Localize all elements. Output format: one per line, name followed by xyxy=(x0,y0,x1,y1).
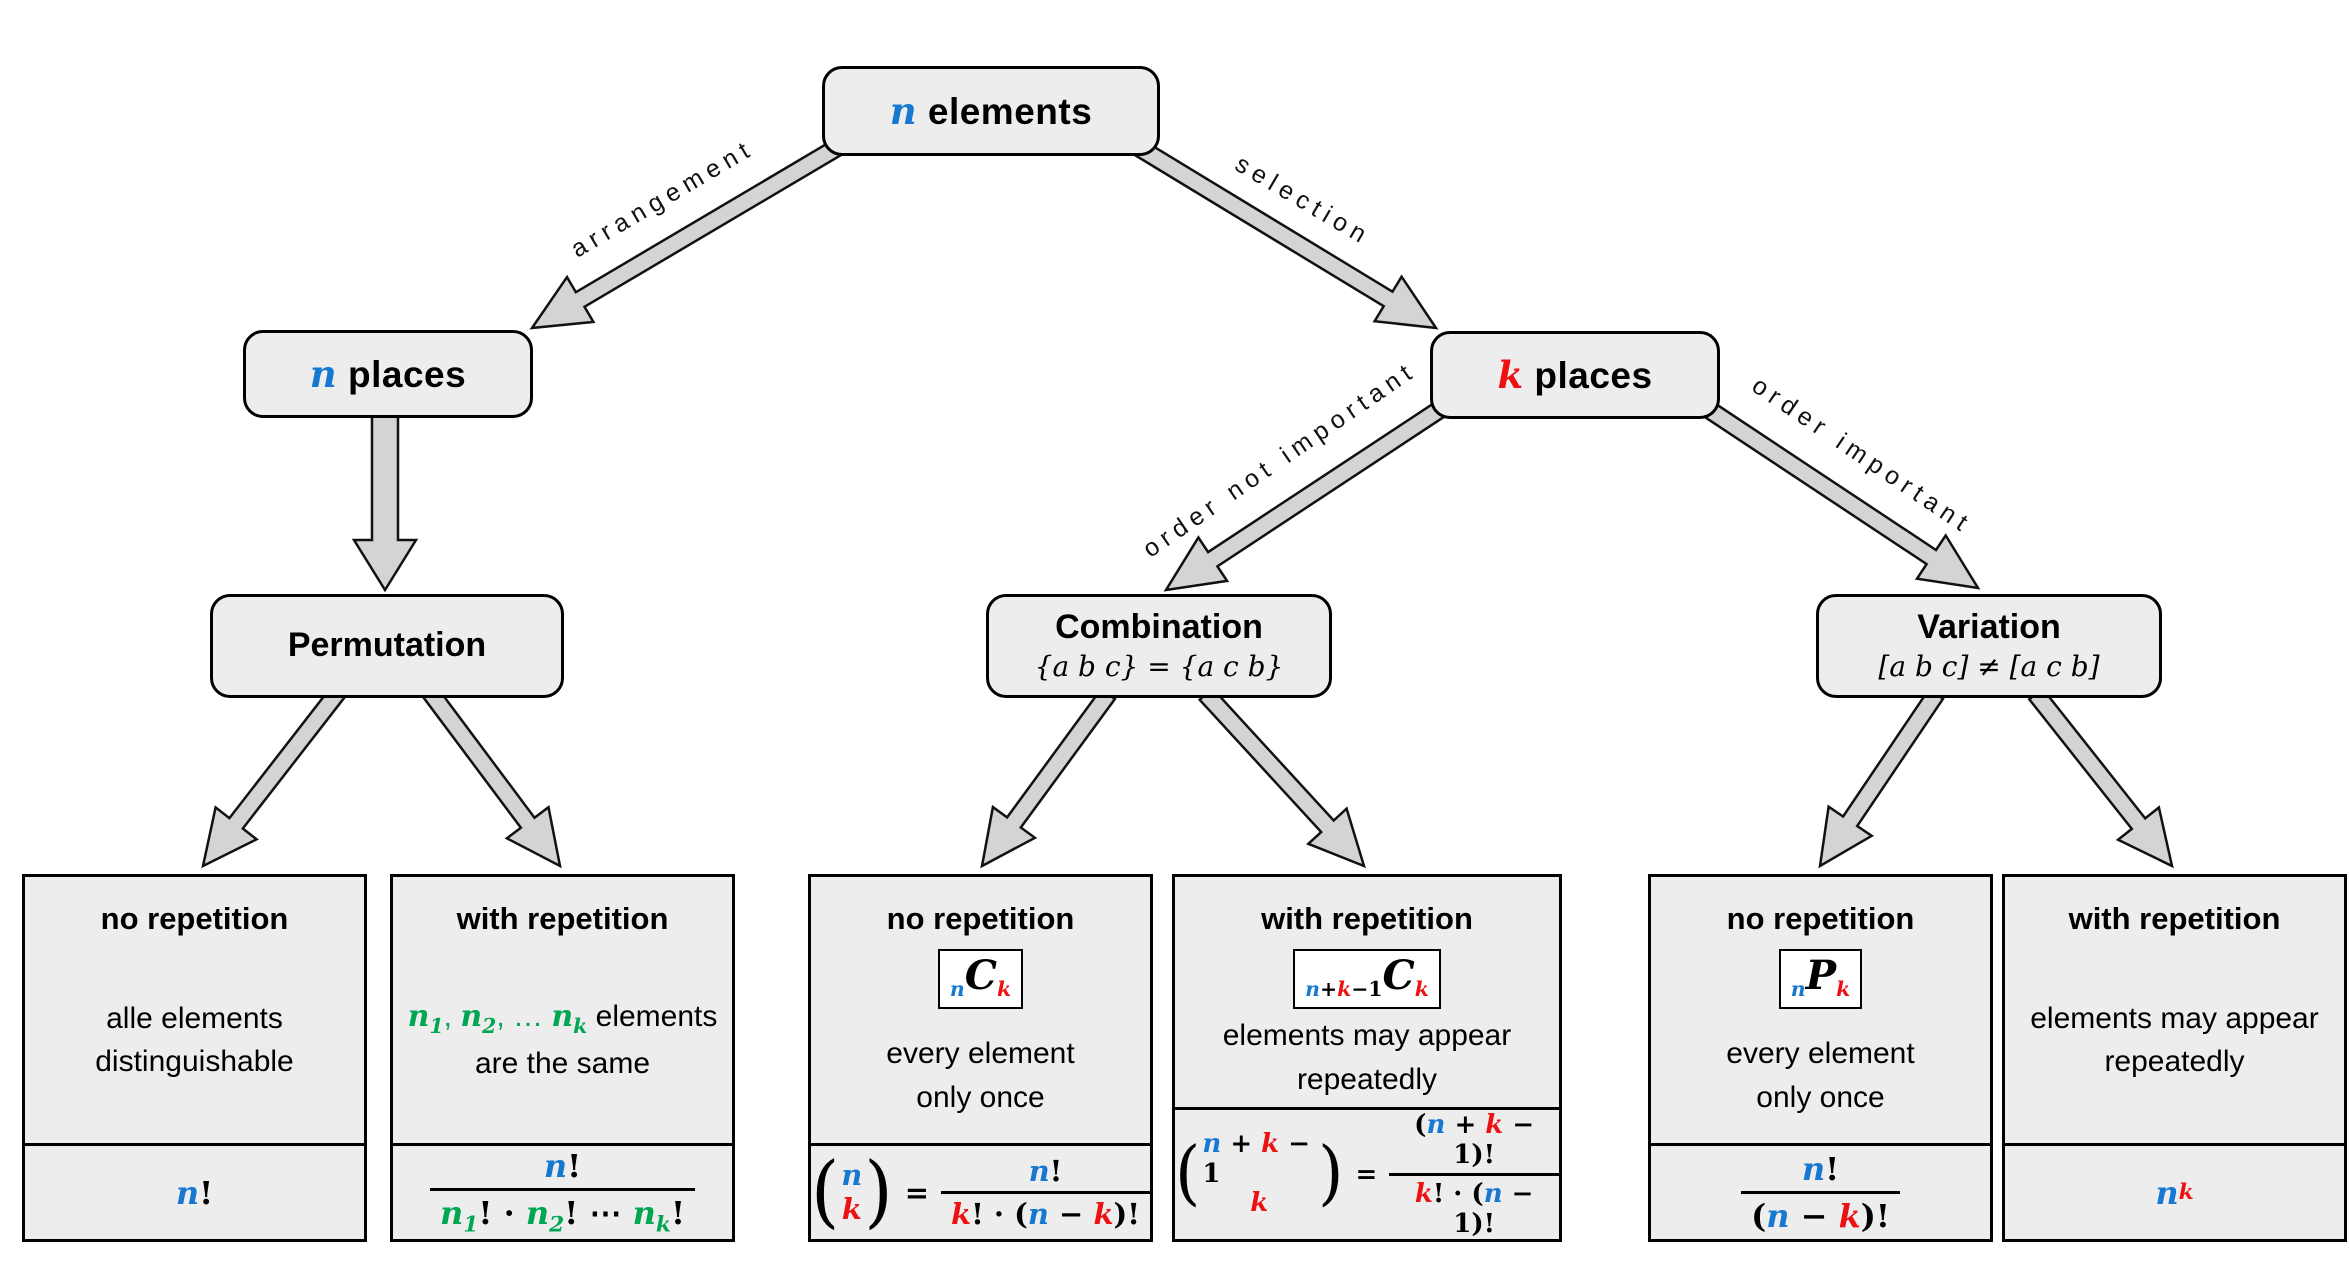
notation-badge: n+k−1Ck xyxy=(1293,949,1441,1009)
node-variation: Variation [a b c] ≠ [a c b] xyxy=(1816,594,2162,698)
node-permutation: Permutation xyxy=(210,594,564,698)
arrow-arrangement xyxy=(529,137,845,330)
leaf-title: with repetition xyxy=(2068,901,2281,936)
arrow-n-places-to-permutation xyxy=(351,410,419,593)
node-permutation-title: Permutation xyxy=(287,626,487,665)
arrow-order-important xyxy=(1695,396,1981,590)
arrow-order-not-important xyxy=(1163,399,1449,592)
arrow-combination-right xyxy=(1197,686,1366,869)
leaf-formula: n! xyxy=(25,1143,364,1239)
node-variation-title: Variation xyxy=(1917,607,2061,646)
node-n-places: n places xyxy=(243,330,533,418)
node-n-elements: n elements xyxy=(822,66,1160,156)
node-combination: Combination {a b c} = {a c b} xyxy=(986,594,1332,698)
leaf-combination-with-repetition: with repetition n+k−1Ck elements may app… xyxy=(1172,874,1562,1242)
arrow-permutation-left xyxy=(201,685,347,869)
node-n-elements-label: n elements xyxy=(889,89,1093,133)
node-combination-example: {a b c} = {a c b} xyxy=(1034,650,1284,684)
leaf-title: with repetition xyxy=(1261,901,1473,936)
arrow-permutation-right xyxy=(421,685,562,869)
arrow-selection xyxy=(1131,137,1439,330)
leaf-title: no repetition xyxy=(886,901,1075,936)
leaf-title: no repetition xyxy=(100,901,289,936)
node-k-places: k places xyxy=(1430,331,1720,419)
node-combination-title: Combination xyxy=(1055,607,1263,646)
leaf-formula: n!(n − k)! xyxy=(1651,1143,1990,1239)
arrow-variation-left xyxy=(1818,687,1945,869)
arrow-variation-right xyxy=(2027,686,2174,869)
notation-badge: nCk xyxy=(937,949,1024,1009)
notation-badge: nPk xyxy=(1778,949,1863,1009)
arrow-combination-left xyxy=(980,687,1117,869)
leaf-title: no repetition xyxy=(1726,901,1915,936)
node-k-places-label: k places xyxy=(1497,353,1653,397)
leaf-formula: n!n1! · n2! ⋯ nk! xyxy=(393,1143,732,1239)
leaf-title: with repetition xyxy=(456,901,669,936)
node-variation-example: [a b c] ≠ [a c b] xyxy=(1878,650,2100,684)
node-n-places-label: n places xyxy=(309,352,467,396)
